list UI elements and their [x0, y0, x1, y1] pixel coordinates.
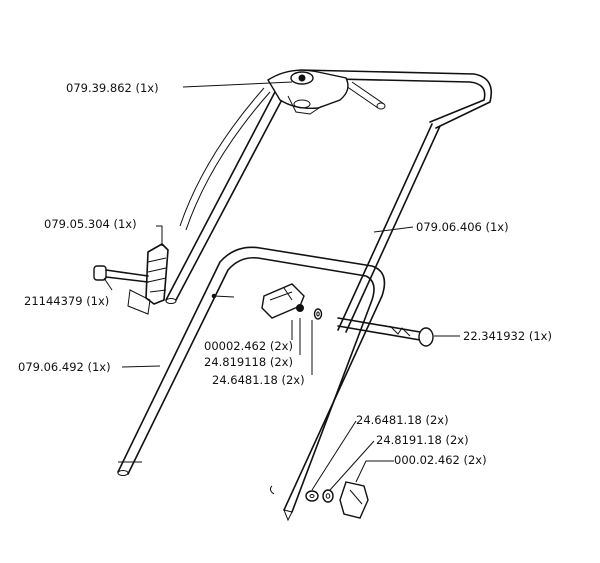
right-bolt-drawing	[337, 317, 434, 347]
label-washer-left: 24.6481.18 (2x)	[212, 373, 305, 387]
label-upper-handle-bracket: 079.39.862 (1x)	[66, 81, 159, 95]
label-spring-washer-right: 24.8191.18 (2x)	[376, 433, 469, 447]
label-knob-right: 000.02.462 (2x)	[394, 453, 487, 467]
label-upper-handle: 079.06.406 (1x)	[416, 220, 509, 234]
label-bolt-small: 21144379 (1x)	[24, 294, 109, 308]
label-clip: 079.05.304 (1x)	[44, 217, 137, 231]
leader-lines	[103, 81, 460, 491]
upper-handle-drawing	[165, 69, 493, 333]
label-spring-washer-left: 24.819118 (2x)	[204, 355, 293, 369]
label-bolt-right: 22.341932 (1x)	[463, 329, 552, 343]
part-labels: 079.39.862 (1x) 079.05.304 (1x) 21144379…	[18, 81, 552, 467]
bracket-drawing	[267, 69, 349, 115]
lower-handle-drawing	[117, 246, 386, 522]
right-knob-assembly-drawing	[305, 481, 369, 519]
label-washer-right: 24.6481.18 (2x)	[356, 413, 449, 427]
label-knob-left: 00002.462 (2x)	[204, 339, 293, 353]
left-knob-assembly-drawing	[261, 283, 323, 320]
label-lower-handle: 079.06.492 (1x)	[18, 360, 111, 374]
